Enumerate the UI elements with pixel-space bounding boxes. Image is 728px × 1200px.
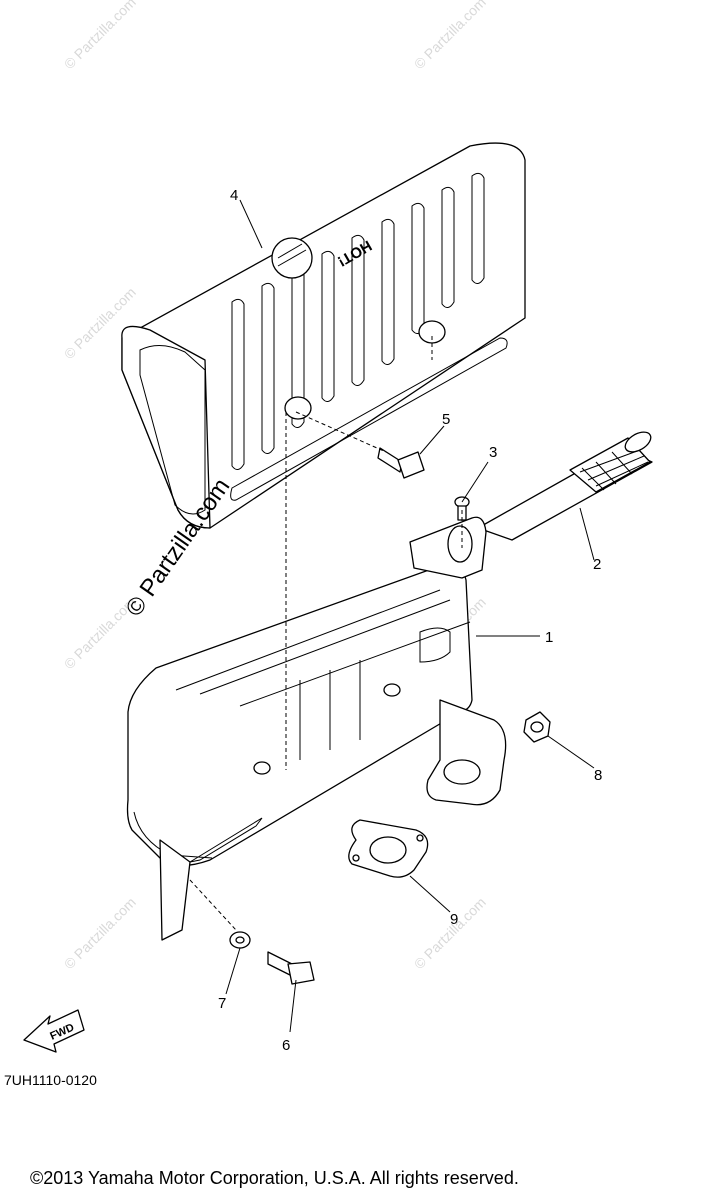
spark-arrester-part-2 [477, 431, 653, 541]
watermark: © Partzilla.com [61, 894, 139, 972]
gasket-part-9 [348, 819, 429, 878]
callout-3: 3 [489, 444, 497, 461]
callout-6: 6 [282, 1037, 290, 1054]
forward-direction-arrow-icon: FWD [23, 1009, 85, 1053]
muffler-cover-part-4: HOT! [121, 142, 526, 529]
callout-8: 8 [594, 767, 602, 784]
bolt-part-5 [377, 447, 425, 479]
watermark: © Partzilla.com [411, 894, 489, 972]
callout-2: 2 [593, 556, 601, 573]
watermark-layer: © Partzilla.com © Partzilla.com © Partzi… [61, 0, 489, 972]
callout-5: 5 [442, 411, 450, 428]
callout-7: 7 [218, 995, 226, 1012]
callout-1: 1 [545, 629, 553, 646]
callout-9: 9 [450, 911, 458, 928]
nut-part-8 [523, 711, 551, 743]
screw-part-3 [454, 496, 470, 521]
bolt-part-6 [267, 951, 315, 985]
watermark: © Partzilla.com [61, 0, 139, 72]
leader-lines [225, 199, 595, 1033]
copyright-notice: ©2013 Yamaha Motor Corporation, U.S.A. A… [30, 1168, 519, 1188]
muffler-part-1 [126, 516, 507, 941]
diagram-code: 7UH1110-0120 [4, 1072, 97, 1088]
watermark: © Partzilla.com [411, 0, 489, 72]
cover-bolt-hole [284, 396, 312, 420]
callout-4: 4 [230, 187, 238, 204]
washer-part-7 [229, 931, 251, 949]
cover-slots [231, 172, 485, 470]
